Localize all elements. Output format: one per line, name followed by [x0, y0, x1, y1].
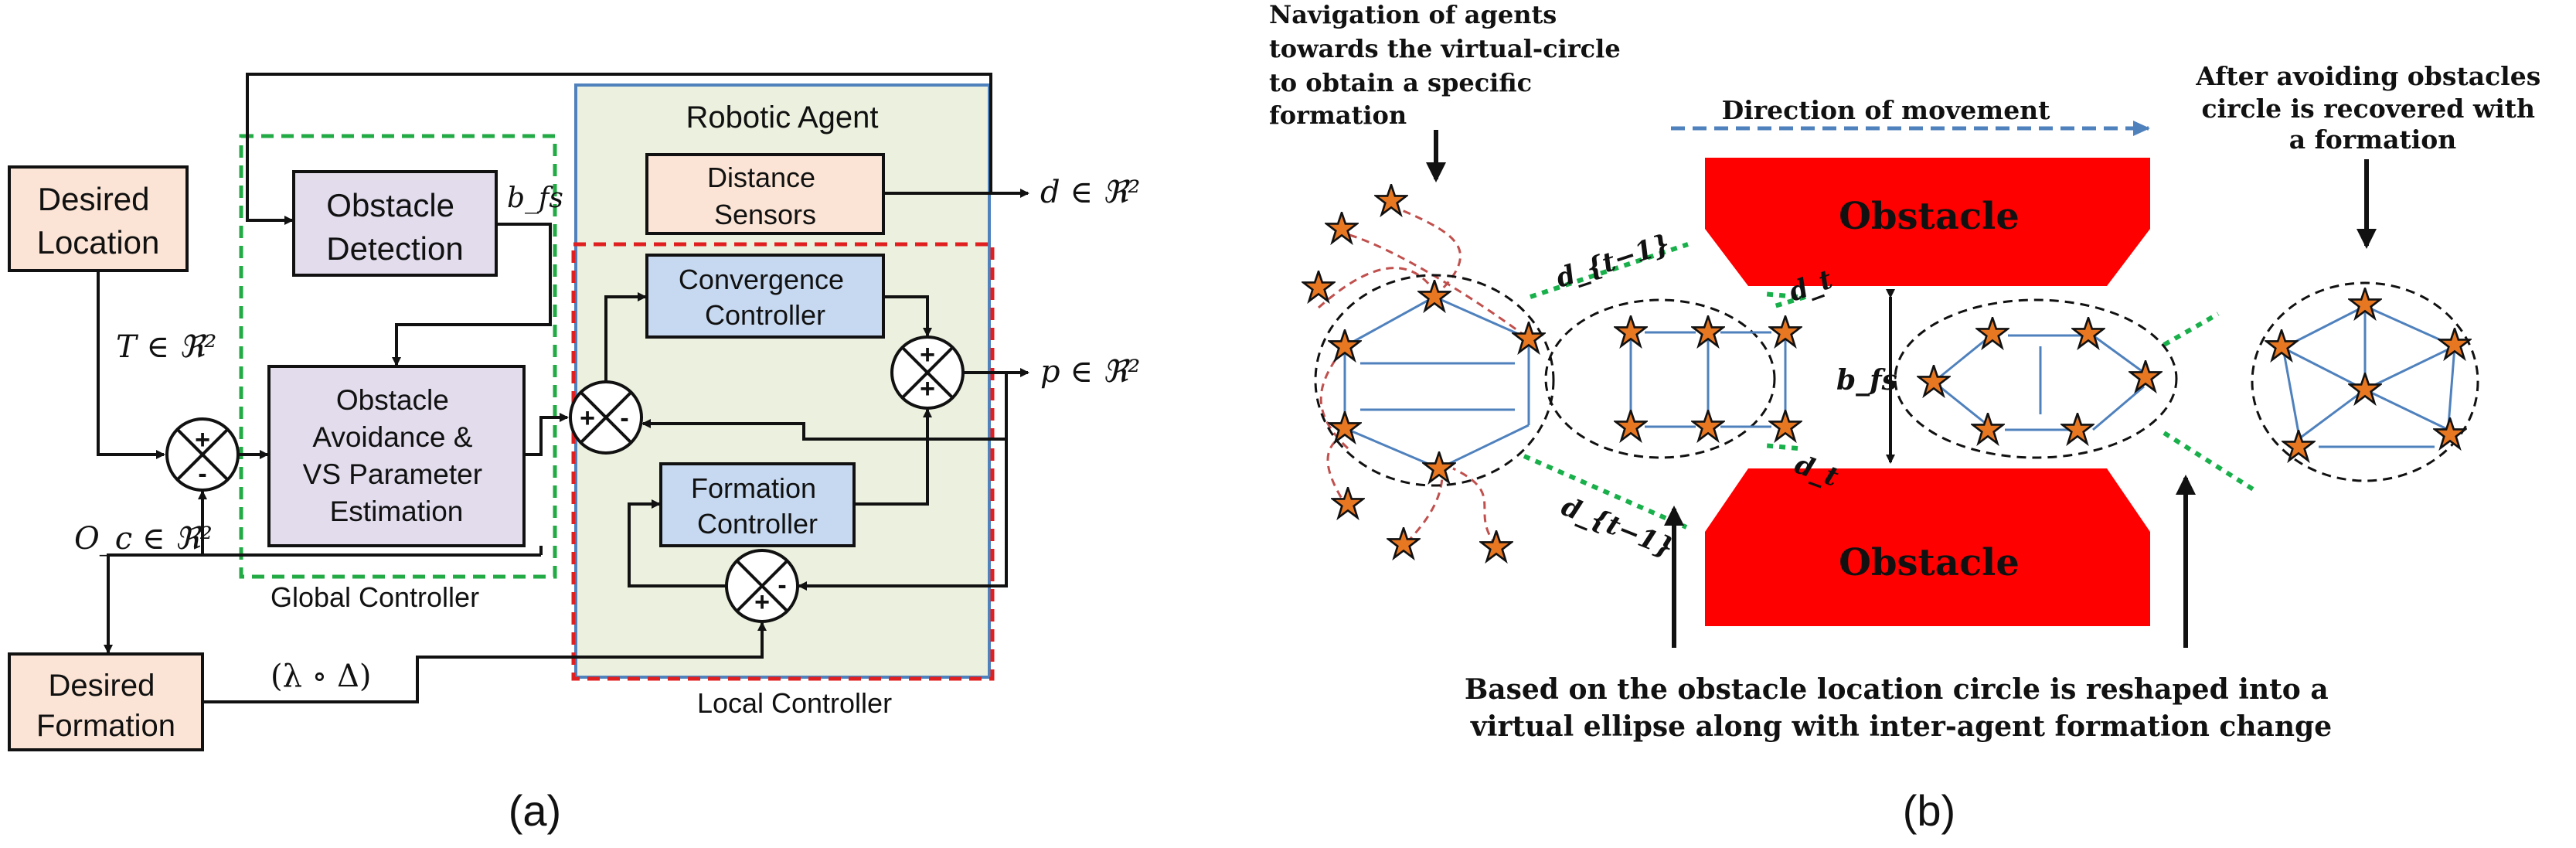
formation-initial-circle: [1302, 184, 1555, 562]
navigation-note-line-4: formation: [1269, 100, 1407, 130]
distance-sensors-label: Distance Sensors: [707, 162, 823, 230]
obstacle-bottom-label: Obstacle: [1839, 541, 2020, 584]
obstacle-avoidance-line-2: Avoidance &: [312, 421, 472, 453]
navigation-note-line-1: Navigation of agents: [1269, 0, 1557, 29]
connector-lines: [97, 73, 1029, 703]
desired-formation-label: Desired Formation: [36, 669, 175, 743]
sign-main-top: +: [195, 425, 210, 455]
distance-sensors-line-2: Sensors: [714, 199, 816, 230]
sign-local-left: +: [580, 404, 595, 433]
obstacle-avoidance-label: Obstacle Avoidance & VS Parameter Estima…: [303, 384, 491, 527]
desired-location-line-2: Location: [37, 224, 160, 261]
sign-output-top: +: [920, 340, 935, 370]
label-Oc-feedback: O_c ∈ ℜ²: [74, 521, 213, 557]
local-controller-region: [571, 242, 995, 681]
formation-controller-line-2: Controller: [697, 508, 818, 540]
navigation-note: Navigation of agents towards the virtual…: [1269, 0, 1629, 130]
bottom-note-line-1: Based on the obstacle location circle is…: [1465, 673, 2329, 706]
obstacle-detection-block: [292, 170, 498, 277]
obstacle-avoidance-block: [267, 365, 526, 547]
desired-formation-line-2: Formation: [36, 709, 175, 743]
navigation-note-line-2: towards the virtual-circle: [1269, 34, 1621, 63]
sign-main-bottom: -: [198, 459, 206, 489]
sign-formation-bottom: +: [754, 587, 770, 617]
navigation-note-line-3: to obtain a specific: [1269, 68, 1532, 97]
panel-a-caption: (a): [509, 786, 561, 835]
direction-label: Direction of movement: [1722, 95, 2051, 125]
recovered-note: After avoiding obstacles circle is recov…: [2195, 61, 2550, 155]
desired-formation-block: [8, 652, 204, 751]
junction-signs: + - + - + + + -: [195, 340, 935, 617]
recovered-note-line-2: circle is recovered with: [2201, 94, 2535, 124]
label-p-output: p ∈ ℜ²: [1040, 354, 1140, 390]
convergence-controller-label: Convergence Controller: [679, 264, 852, 331]
formation-ellipse-entering: [1544, 298, 1802, 459]
sign-local-right: -: [620, 404, 628, 433]
label-bfs-a: b_fs: [507, 182, 563, 214]
panel-a-block-diagram: Robotic Agent Local Controller Global Co…: [8, 73, 1140, 835]
local-controller-label: Local Controller: [697, 687, 892, 719]
obstacle-bottom: [1705, 468, 2150, 626]
formation-recovered-circle: [2251, 281, 2479, 482]
sign-formation-right: -: [778, 570, 786, 600]
obstacle-top: [1705, 158, 2150, 286]
robotic-agent-title: Robotic Agent: [686, 100, 878, 135]
sign-output-bottom: +: [920, 374, 935, 404]
label-bfs-b: b_fs: [1836, 364, 1897, 397]
desired-location-label: Desired Location: [37, 181, 160, 261]
formation-ellipse-between-obstacles: [1894, 298, 2178, 459]
distance-guides: [1523, 242, 2258, 530]
obstacle-avoidance-line-3: VS Parameter: [303, 458, 482, 490]
obstacle-detection-label: Obstacle Detection: [326, 187, 463, 267]
convergence-controller-line-1: Convergence: [679, 264, 844, 295]
obstacle-avoidance-line-1: Obstacle: [336, 384, 449, 416]
distance-sensors-line-1: Distance: [707, 162, 815, 193]
convergence-controller-line-2: Controller: [705, 299, 825, 331]
bottom-note-line-1-2: virtual ellipse along with inter-agent f…: [1470, 710, 2332, 743]
label-dt1-top: d_{t−1}: [1552, 228, 1673, 294]
obstacle-detection-line-2: Detection: [326, 230, 463, 267]
obstacle-top-label: Obstacle: [1839, 195, 2020, 238]
formation-controller-line-1: Formation: [691, 472, 816, 504]
label-lambda-delta: (λ ∘ Δ): [271, 659, 372, 694]
label-T-input: T ∈ ℜ²: [116, 329, 216, 365]
summing-junction-output: [890, 335, 965, 410]
label-d-output: d ∈ ℜ²: [1040, 175, 1140, 210]
desired-location-line-1: Desired: [38, 181, 150, 217]
convergence-controller-block: [645, 254, 885, 339]
formation-controller-label: Formation Controller: [691, 472, 824, 540]
panel-b-formation-illustration: Navigation of agents towards the virtual…: [1269, 0, 2550, 835]
desired-formation-line-1: Desired: [49, 669, 155, 703]
global-controller-label: Global Controller: [271, 581, 479, 613]
formation-controller-block: [659, 462, 856, 547]
obstacle-avoidance-line-4: Estimation: [330, 496, 464, 527]
recovered-note-line-1: After avoiding obstacles: [2195, 61, 2540, 91]
panel-b-caption: (b): [1903, 786, 1955, 835]
global-controller-region: [239, 134, 557, 579]
obstacle-detection-line-1: Obstacle: [326, 187, 454, 223]
recovered-note-line-3: a formation: [2289, 124, 2457, 155]
bottom-note: Based on the obstacle location circle is…: [1465, 673, 2338, 743]
label-dt1-bottom: d_{t−1}: [1557, 491, 1678, 564]
